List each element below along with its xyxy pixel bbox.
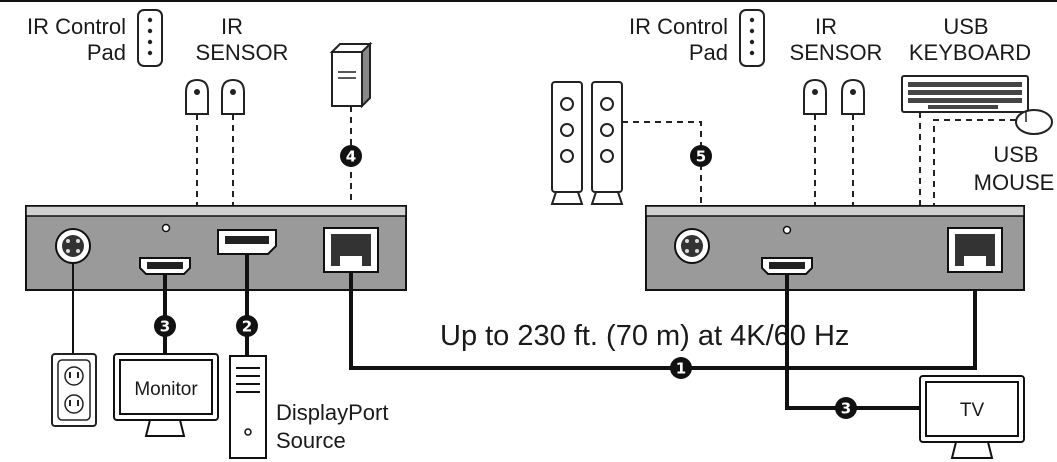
badge-5: 5	[690, 145, 712, 167]
usb-mouse-label-1: USB	[993, 142, 1038, 167]
power-supply-icon	[329, 41, 373, 109]
left-ir-sensor-icon-1	[185, 78, 209, 115]
svg-text:2: 2	[242, 318, 252, 336]
right-ir-sensor-icon-1	[803, 78, 827, 115]
left-led-indicator	[161, 223, 171, 233]
dp-source-label-2: Source	[276, 428, 346, 453]
badge-3-left: 3	[154, 315, 176, 337]
right-ir-sensor-label-2: SENSOR	[790, 40, 883, 65]
distance-label: Up to 230 ft. (70 m) at 4K/60 Hz	[440, 320, 849, 352]
catx-cable	[349, 272, 977, 370]
usb-keyboard-label-2: KEYBOARD	[909, 40, 1031, 65]
right-ir-sensor-label-1: IR	[815, 14, 837, 39]
left-ir-pad-label-2: Pad	[87, 40, 126, 65]
badge-3-right: 3	[835, 397, 857, 419]
right-ir-control-pad-icon	[739, 9, 765, 67]
svg-text:4: 4	[346, 148, 356, 166]
badge-1: 1	[670, 357, 692, 379]
left-ir-sensor-label-2: SENSOR	[196, 40, 289, 65]
dp-source-label-1: DisplayPort	[276, 400, 388, 425]
tv-icon	[919, 375, 1025, 459]
left-ir-sensor-label-1: IR	[221, 14, 243, 39]
badge-2: 2	[236, 315, 258, 337]
receiver-unit	[645, 205, 1025, 291]
svg-text:1: 1	[676, 360, 686, 378]
speaker-left-icon	[550, 81, 584, 205]
right-hdmi-port-icon	[761, 257, 813, 275]
left-hdmi-port-icon	[139, 257, 191, 275]
right-rj45-port-icon	[947, 227, 1003, 273]
tv-label: TV	[960, 400, 985, 421]
right-ir-pad-label-1: IR Control	[629, 14, 728, 39]
usb-mouse-label-2: MOUSE	[974, 170, 1055, 195]
speaker-right-icon	[590, 81, 624, 205]
right-power-socket-icon	[674, 228, 710, 264]
monitor-label: Monitor	[134, 379, 198, 400]
wall-outlet-icon	[51, 353, 97, 427]
left-ir-sensor-icon-2	[221, 78, 245, 115]
svg-text:3: 3	[841, 400, 851, 418]
left-ir-control-pad-icon	[137, 9, 163, 67]
left-power-socket-icon	[55, 228, 91, 264]
svg-text:5: 5	[696, 148, 706, 166]
displayport-port-icon	[217, 229, 277, 255]
left-ir-pad-label-1: IR Control	[27, 14, 126, 39]
badge-4: 4	[340, 145, 362, 167]
right-ir-pad-label-2: Pad	[689, 40, 728, 65]
transmitter-unit	[25, 205, 407, 291]
audio-wire	[622, 121, 702, 208]
displayport-source-icon	[229, 355, 267, 459]
right-ir-sensor-icon-2	[841, 78, 865, 115]
usb-keyboard-icon	[901, 75, 1029, 113]
usb-keyboard-label-1: USB	[943, 14, 988, 39]
mouse-wire	[933, 119, 1016, 208]
svg-text:3: 3	[160, 318, 170, 336]
left-rj45-port-icon	[323, 227, 379, 273]
right-hdmi-cable	[785, 274, 920, 410]
usb-mouse-icon	[1015, 109, 1053, 135]
right-led-indicator	[782, 225, 792, 235]
monitor-icon	[113, 353, 219, 437]
